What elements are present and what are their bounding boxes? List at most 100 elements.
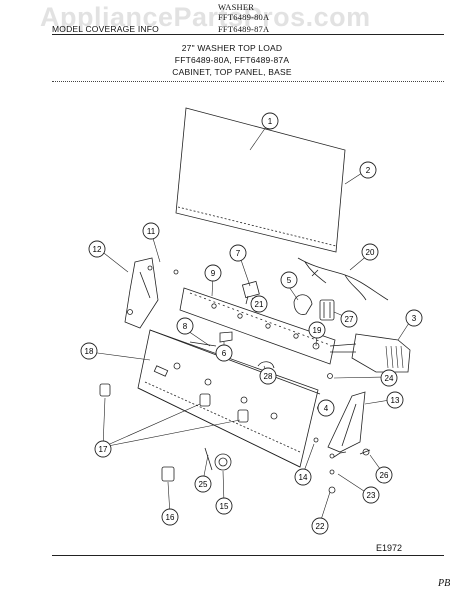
header-rule	[52, 34, 444, 35]
callout-label: 3	[412, 314, 417, 323]
callout-label: 19	[313, 326, 322, 335]
callout-27: 27	[340, 310, 358, 328]
callout-circle	[359, 161, 377, 179]
callout-19: 19	[308, 321, 326, 339]
callout-circle	[405, 309, 423, 327]
callout-label: 9	[211, 269, 216, 278]
callout-circle	[380, 369, 398, 387]
callout-circle	[176, 317, 194, 335]
callout-label: 7	[236, 249, 241, 258]
callout-circle	[280, 271, 298, 289]
left-bracket-part	[124, 257, 159, 329]
callout-1: 1	[261, 112, 279, 130]
callout-17: 17	[94, 440, 112, 458]
callout-circle	[375, 466, 393, 484]
callout-label: 18	[85, 347, 94, 356]
callout-circle	[259, 367, 277, 385]
callout-4: 4	[317, 399, 335, 417]
callout-label: 8	[183, 322, 188, 331]
callout-circle	[294, 468, 312, 486]
callout-label: 17	[99, 445, 108, 454]
top-panel-part	[175, 107, 346, 253]
callout-label: 20	[366, 248, 375, 257]
callout-label: 11	[147, 227, 156, 236]
callout-label: 5	[287, 276, 292, 285]
right-end-cap-part	[327, 391, 366, 453]
callout-label: 22	[316, 522, 325, 531]
callout-circle	[250, 295, 268, 313]
lid-switch-part	[319, 299, 335, 321]
callout-label: 4	[324, 404, 329, 413]
callout-label: 1	[268, 117, 273, 126]
page-initials: PB	[438, 578, 451, 589]
title-line-1: 27" WASHER TOP LOAD	[181, 43, 283, 53]
callout-26: 26	[375, 466, 393, 484]
callout-circle	[94, 440, 112, 458]
callout-label: 13	[391, 396, 400, 405]
callout-label: 23	[367, 491, 376, 500]
header-model-line-1: FFT6489-80A	[218, 12, 270, 22]
callout-14: 14	[294, 468, 312, 486]
header-label: MODEL COVERAGE INFO	[52, 24, 159, 34]
callout-16: 16	[161, 508, 179, 526]
callout-circle	[194, 475, 212, 493]
callout-6: 6	[215, 344, 233, 362]
callout-21: 21	[250, 295, 268, 313]
knob-part-16	[161, 466, 175, 482]
watermark: AppliancePartsPros.com	[40, 2, 371, 32]
callout-label: 12	[93, 245, 102, 254]
callout-8: 8	[176, 317, 194, 335]
callout-12: 12	[88, 240, 106, 258]
callout-label: 25	[199, 480, 208, 489]
title-line-2: FFT6489-80A, FFT6489-87A	[174, 55, 290, 65]
callout-circle	[80, 342, 98, 360]
callout-label: 26	[380, 471, 389, 480]
callout-label: 16	[166, 513, 175, 522]
callout-label: 28	[264, 372, 273, 381]
callout-label: 15	[220, 502, 229, 511]
callout-circle	[142, 222, 160, 240]
callout-circle	[361, 243, 379, 261]
spring-clip-part	[204, 447, 213, 471]
callout-circle	[261, 112, 279, 130]
callout-circle	[311, 517, 329, 535]
knob-part	[99, 383, 111, 397]
dial-knob-part	[214, 453, 232, 471]
callout-7: 7	[229, 244, 247, 262]
callout-9: 9	[204, 264, 222, 282]
callout-22: 22	[311, 517, 329, 535]
callout-20: 20	[361, 243, 379, 261]
callout-circle	[204, 264, 222, 282]
callout-label: 2	[366, 166, 371, 175]
callout-11: 11	[142, 222, 160, 240]
callout-25: 25	[194, 475, 212, 493]
footer-rule	[52, 555, 444, 556]
callout-label: 24	[385, 374, 394, 383]
callout-18: 18	[80, 342, 98, 360]
callout-23: 23	[362, 486, 380, 504]
callout-circle	[161, 508, 179, 526]
callout-13: 13	[386, 391, 404, 409]
callout-circle	[308, 321, 326, 339]
callout-15: 15	[215, 497, 233, 515]
clip-part	[293, 294, 313, 315]
header-model-line-2: FFT6489-87A	[218, 24, 270, 34]
header-product: WASHER	[218, 2, 255, 12]
callout-circle	[229, 244, 247, 262]
callout-2: 2	[359, 161, 377, 179]
title-line-3: CABINET, TOP PANEL, BASE	[172, 67, 292, 77]
callout-circle	[215, 344, 233, 362]
callout-label: 27	[345, 315, 354, 324]
callout-label: 21	[255, 300, 264, 309]
callout-circle	[215, 497, 233, 515]
control-backplate-part	[179, 287, 336, 365]
callout-circle	[362, 486, 380, 504]
callout-circle	[340, 310, 358, 328]
callout-circle	[317, 399, 335, 417]
callout-circle	[386, 391, 404, 409]
title-rule	[52, 81, 444, 82]
callout-24: 24	[380, 369, 398, 387]
callout-label: 14	[299, 473, 308, 482]
callout-label: 6	[222, 349, 227, 358]
